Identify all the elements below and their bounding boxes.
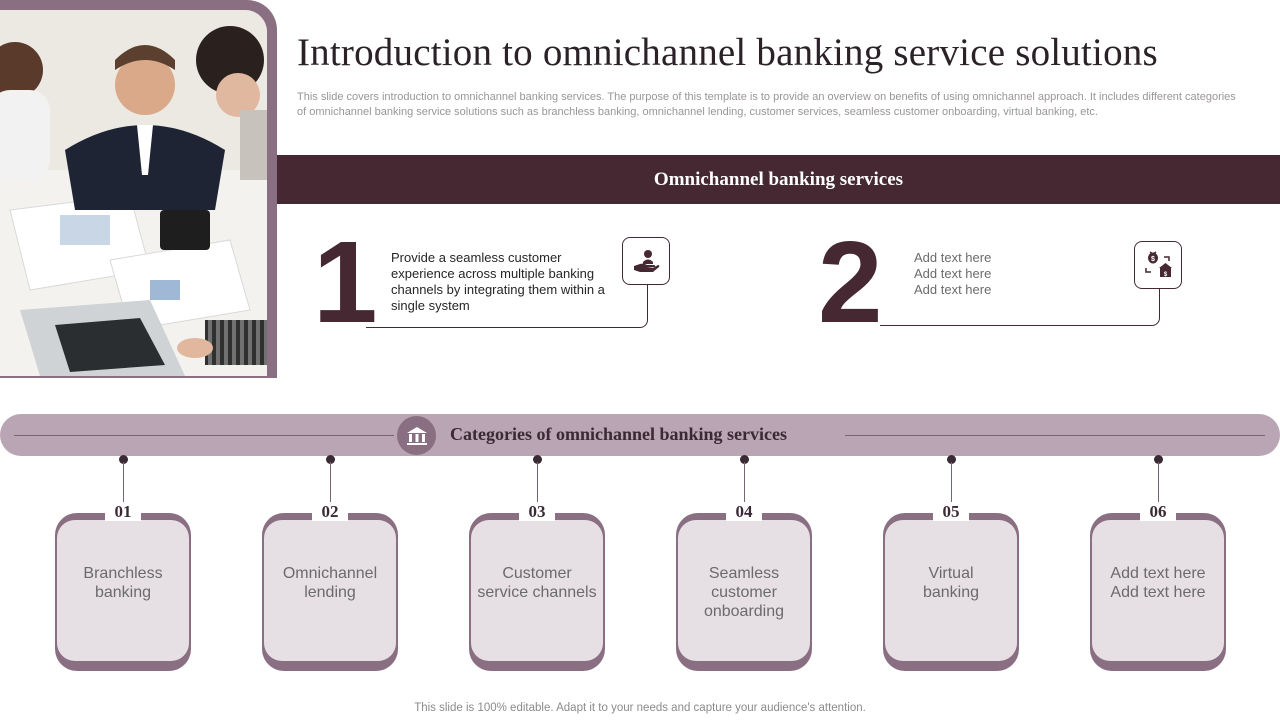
- section-band-title: Omnichannel banking services: [653, 168, 904, 190]
- connector-dot: [119, 455, 128, 464]
- connector-line: [1158, 462, 1159, 502]
- point-text: Add text here Add text here Add text her…: [914, 250, 1074, 298]
- card-label-line: Customer: [502, 565, 572, 582]
- connector-dot: [533, 455, 542, 464]
- connector-line: [951, 462, 952, 502]
- card-label-line: lending: [304, 584, 356, 601]
- point-text-line: Add text here: [914, 282, 992, 297]
- point-text-line: Add text here: [914, 250, 992, 265]
- card-label: Virtual banking: [885, 564, 1017, 602]
- connector-dot: [740, 455, 749, 464]
- connector-line: [537, 462, 538, 502]
- hand-with-person-icon: [622, 237, 670, 285]
- card-number: 03: [519, 503, 555, 521]
- card-label: Omnichannel lending: [264, 564, 396, 602]
- point-bracket: [880, 285, 1160, 326]
- card-body: [885, 520, 1017, 661]
- card-body: [1092, 520, 1224, 661]
- connector-dot: [1154, 455, 1163, 464]
- card-number: 04: [726, 503, 762, 521]
- card-label-line: Seamless: [708, 565, 780, 582]
- point-text-line: Add text here: [914, 266, 992, 281]
- svg-text:$: $: [1151, 256, 1155, 263]
- card-label-line: Omnichannel: [282, 565, 378, 582]
- card-body: [471, 520, 603, 661]
- footer-note: This slide is 100% editable. Adapt it to…: [414, 702, 866, 714]
- card-number: 05: [933, 503, 969, 521]
- connector-dot: [947, 455, 956, 464]
- card-body: [264, 520, 396, 661]
- card-label-line: banking: [94, 584, 152, 601]
- card-label: Branchless banking: [57, 564, 189, 602]
- connector-line: [330, 462, 331, 502]
- card-number: 06: [1140, 503, 1176, 521]
- point-number: 2: [818, 217, 883, 347]
- card-number: 02: [312, 503, 348, 521]
- card-label: Seamless customer onboarding: [678, 564, 810, 621]
- card-label: Customer service channels: [471, 564, 603, 602]
- header-line-right: [845, 435, 1265, 436]
- card-label-line: Add text here: [1110, 584, 1206, 601]
- card-body: [57, 520, 189, 661]
- money-exchange-icon: $ $: [1134, 241, 1182, 289]
- card-label-line: customer: [711, 584, 777, 601]
- connector-line: [123, 462, 124, 502]
- card-label-line: Add text here: [1110, 565, 1206, 582]
- connector-dot: [326, 455, 335, 464]
- card-label-line: Branchless: [83, 565, 163, 582]
- business-meeting-photo: [0, 10, 267, 376]
- card-number: 01: [105, 503, 141, 521]
- card-label-line: onboarding: [703, 603, 785, 620]
- card-label-line: service channels: [477, 584, 597, 601]
- card-label-line: Virtual: [928, 565, 974, 582]
- card-label-line: banking: [922, 584, 980, 601]
- header-line-left: [14, 435, 394, 436]
- bank-icon: [397, 416, 436, 455]
- card-body: [678, 520, 810, 661]
- point-text: Provide a seamless customer experience a…: [391, 250, 605, 313]
- svg-text:$: $: [1164, 272, 1168, 278]
- page-subtitle: This slide covers introduction to omnich…: [297, 91, 1236, 118]
- card-label: Add text here Add text here: [1092, 564, 1224, 602]
- categories-title: Categories of omnichannel banking servic…: [450, 424, 787, 444]
- section-band: Omnichannel banking services: [277, 155, 1280, 204]
- point-bracket: [366, 285, 648, 328]
- page-title: Introduction to omnichannel banking serv…: [297, 31, 1158, 74]
- connector-line: [744, 462, 745, 502]
